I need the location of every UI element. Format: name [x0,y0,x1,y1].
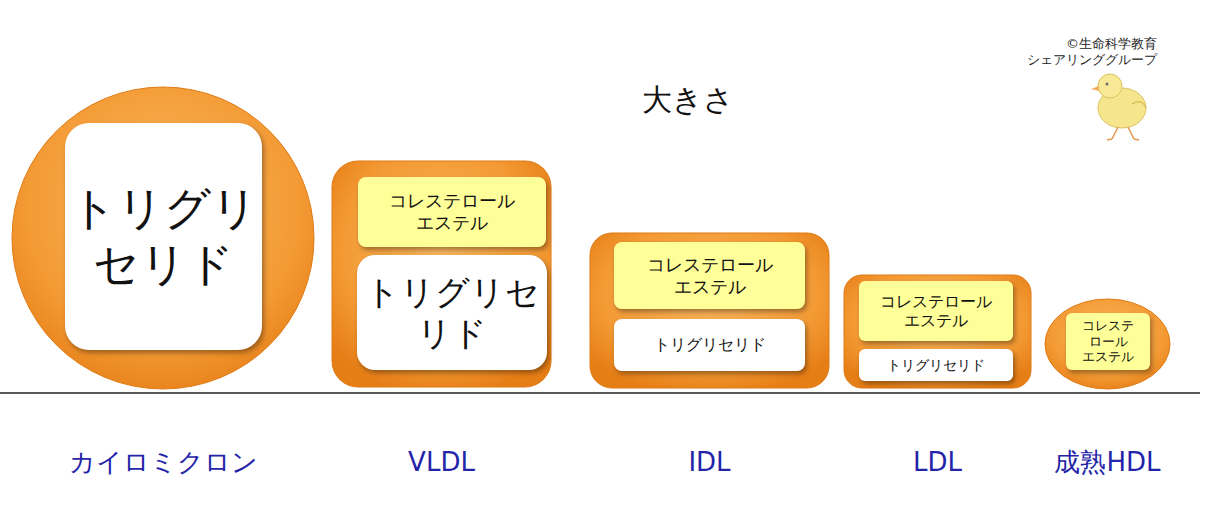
cholesterol-ester-box: コレステロール エステル [614,242,805,309]
copyright-watermark: ©生命科学教育 シェアリンググループ [1007,36,1157,69]
particle-fill [1045,299,1170,389]
component-label: コレステロール エステル [865,292,1007,330]
triglyceride-box: トリグリセリド [614,319,805,371]
lipoprotein-particle: VLDLコレステロール エステルトリグリセ リド [331,160,552,388]
cholesterol-ester-box: コレステロール エステル [859,281,1013,341]
component-label: トリグリセリド [654,335,766,354]
lipoprotein-particle: IDLコレステロール エステルトリグリセリド [589,232,830,389]
cholesterol-ester-box: コレステロール エステル [358,177,546,247]
particle-fill [332,161,551,387]
component-label: トリグリ セリド [70,181,258,291]
particle-name: カイロミクロン [69,447,258,478]
component-label: コレステロール エステル [364,190,540,233]
chick-illustration [1091,74,1146,140]
particle-name: 成熟HDL [1054,447,1160,478]
lipoprotein-particle: 成熟HDLコレステ ロール エステル [1044,298,1171,390]
triglyceride-box: トリグリ セリド [65,123,262,350]
triglyceride-box: トリグリセ リド [357,255,547,370]
component-label: トリグリセリド [887,357,985,374]
component-label: トリグリセ リド [363,272,541,354]
particle-name: LDL [913,447,962,478]
particle-fill [844,275,1031,388]
particle-name: VLDL [408,447,475,478]
component-label: コレステ ロール エステル [1072,318,1144,365]
particle-fill [590,233,829,388]
particle-name: IDL [688,447,730,478]
lipoprotein-particle: カイロミクロントリグリ セリド [11,86,315,390]
lipoprotein-particle: LDLコレステロール エステルトリグリセリド [843,274,1032,389]
triglyceride-box: トリグリセリド [859,349,1013,381]
baseline [0,392,1200,394]
particle-fill [12,87,314,389]
component-label: コレステロール エステル [620,254,799,297]
diagram-title: 大きさ [642,80,734,121]
cholesterol-ester-box: コレステ ロール エステル [1066,313,1150,370]
